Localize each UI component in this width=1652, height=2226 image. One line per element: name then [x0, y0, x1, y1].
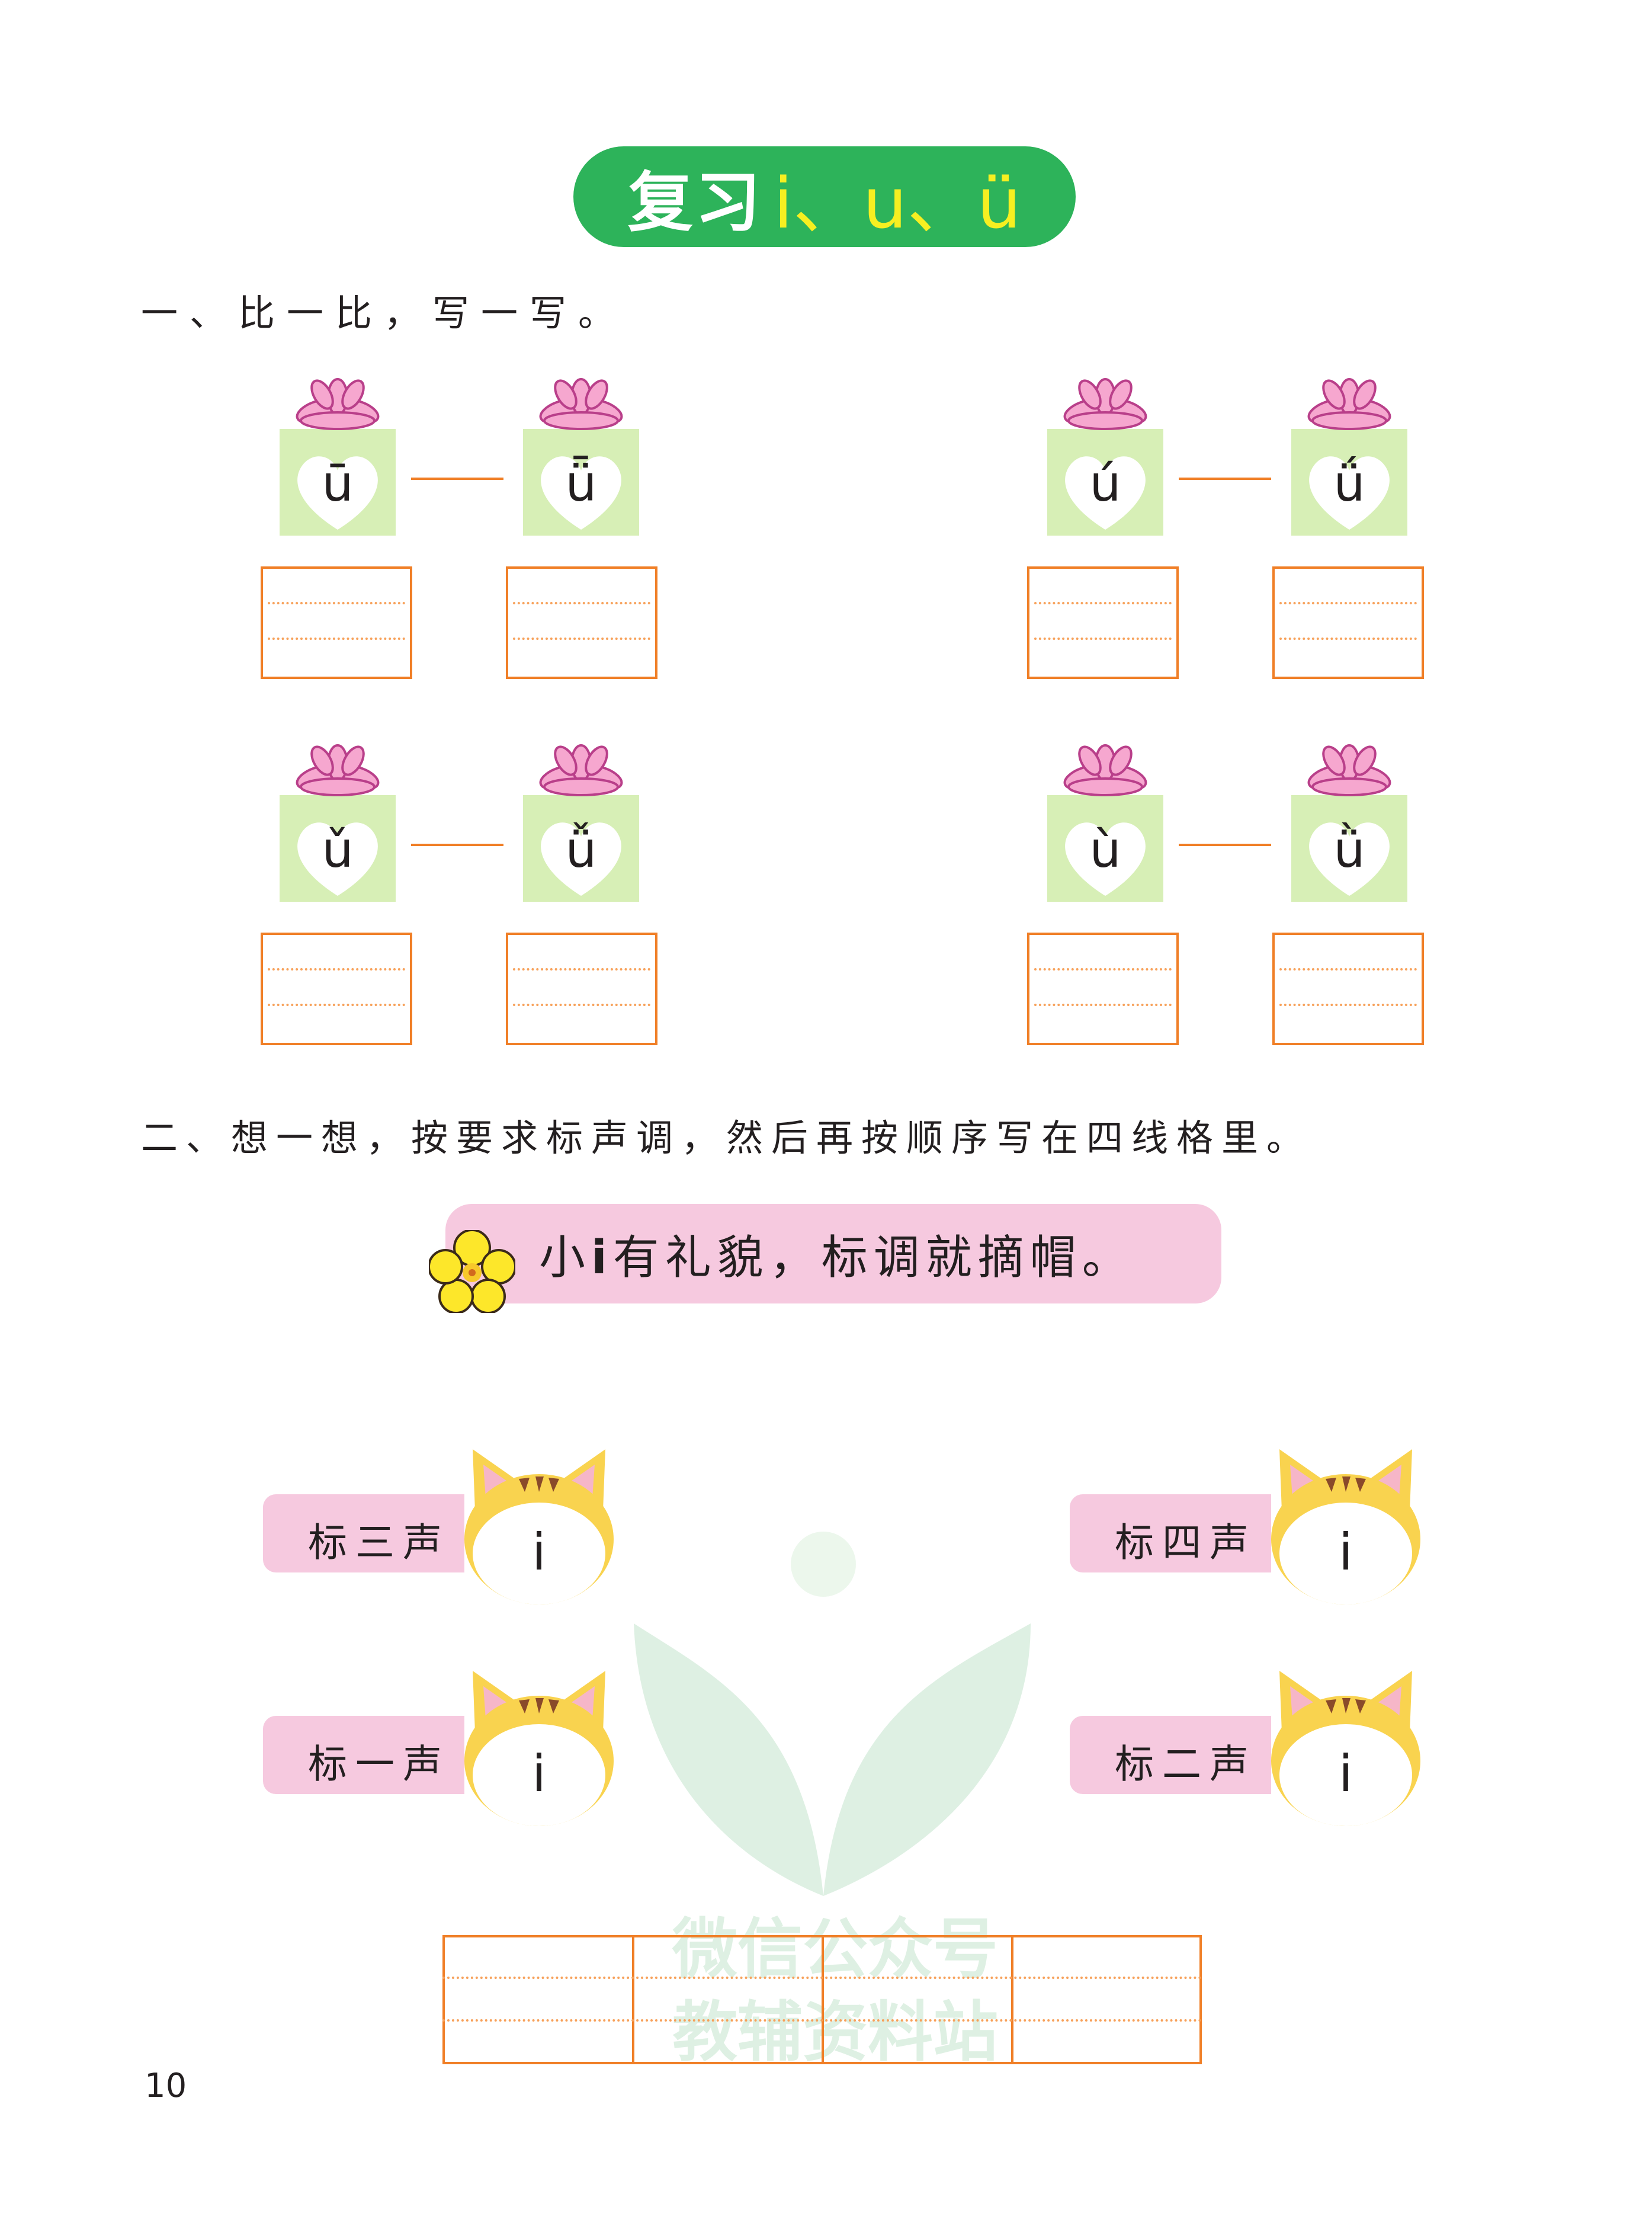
cat-icon	[1271, 1671, 1420, 1826]
write-box[interactable]	[506, 566, 657, 679]
cat-letter: i	[532, 1744, 546, 1804]
gift-letter: ú	[1089, 454, 1121, 513]
flower-icon	[429, 1230, 515, 1313]
gift-box: ǖ	[523, 377, 639, 537]
cat-face[interactable]: i	[462, 1667, 616, 1827]
gift-box: ú	[1047, 377, 1163, 537]
gift-icon	[523, 378, 639, 536]
rule-text-before: 小	[539, 1231, 592, 1285]
gift-box: ù	[1047, 743, 1163, 903]
cat-icon	[464, 1449, 614, 1604]
gift-icon	[1291, 378, 1407, 536]
grid-cell[interactable]	[442, 1935, 634, 2064]
tone-pill	[263, 1716, 464, 1794]
cat-face[interactable]: i	[462, 1446, 616, 1606]
tone-label: 标二声	[1115, 1741, 1257, 1787]
connector-line	[411, 478, 503, 480]
title-pinyin: i、u、ü	[773, 162, 1022, 244]
section2-heading: 二、想一想，按要求标声调，然后再按顺序写在四线格里。	[141, 1116, 1312, 1160]
connector-line	[411, 844, 503, 846]
gift-icon	[280, 744, 396, 902]
watermark-logo-icon	[634, 1532, 1031, 1896]
write-box[interactable]	[1272, 566, 1424, 679]
cat-letter: i	[1339, 1744, 1353, 1804]
gift-letter: ǔ	[322, 821, 354, 879]
cat-icon	[1271, 1449, 1420, 1604]
cat-icon	[464, 1671, 614, 1826]
gift-box: ǘ	[1291, 377, 1407, 537]
rule-text-after: 有礼貌，标调就摘帽。	[612, 1231, 1134, 1285]
tone-label: 标一声	[308, 1741, 450, 1787]
write-box[interactable]	[1027, 566, 1179, 679]
write-box[interactable]	[1027, 933, 1179, 1045]
tone-pill	[1070, 1716, 1271, 1794]
gift-box: ǔ	[280, 743, 396, 903]
gift-icon	[523, 744, 639, 902]
title-chinese: 复习	[627, 165, 763, 241]
write-box[interactable]	[261, 566, 412, 679]
rule-letter-i: i	[591, 1231, 613, 1285]
watermark-line2: 教辅资料站	[672, 1994, 998, 2070]
cat-face[interactable]: i	[1269, 1667, 1423, 1827]
gift-icon	[280, 378, 396, 536]
write-box[interactable]	[261, 933, 412, 1045]
rule-text: 小i有礼貌，标调就摘帽。	[539, 1221, 1134, 1287]
write-box[interactable]	[1272, 933, 1424, 1045]
watermark-line1: 微信公众号	[672, 1911, 998, 1987]
gift-icon	[1047, 378, 1163, 536]
tone-pill	[263, 1494, 464, 1572]
cat-face[interactable]: i	[1269, 1446, 1423, 1606]
gift-box: ǚ	[523, 743, 639, 903]
four-line-grid	[442, 1935, 1202, 2064]
gift-letter: ù	[1089, 821, 1121, 879]
grid-cell[interactable]	[1011, 1935, 1202, 2064]
tone-label: 标四声	[1115, 1520, 1257, 1565]
gift-box: ǜ	[1291, 743, 1407, 903]
cat-letter: i	[1339, 1523, 1353, 1582]
gift-box: ū	[280, 377, 396, 537]
page-number: 10	[145, 2067, 187, 2105]
gift-icon	[1047, 744, 1163, 902]
title-pill: 复习 i、u、ü	[573, 146, 1076, 247]
cat-letter: i	[532, 1523, 546, 1582]
rule-box	[445, 1204, 1221, 1303]
grid-cell[interactable]	[632, 1935, 824, 2064]
write-box[interactable]	[506, 933, 657, 1045]
gift-letter: ǜ	[1333, 821, 1365, 879]
grid-cell[interactable]	[822, 1935, 1013, 2064]
gift-letter: ū	[322, 454, 354, 513]
gift-letter: ǖ	[565, 454, 597, 513]
connector-line	[1179, 844, 1271, 846]
gift-letter: ǘ	[1333, 454, 1365, 513]
section1-heading: 一、比一比，写一写。	[141, 292, 627, 335]
gift-letter: ǚ	[565, 821, 597, 879]
tone-label: 标三声	[308, 1520, 450, 1565]
watermark: 微信公众号 教辅资料站	[628, 1529, 1042, 2092]
connector-line	[1179, 478, 1271, 480]
tone-pill	[1070, 1494, 1271, 1572]
gift-icon	[1291, 744, 1407, 902]
